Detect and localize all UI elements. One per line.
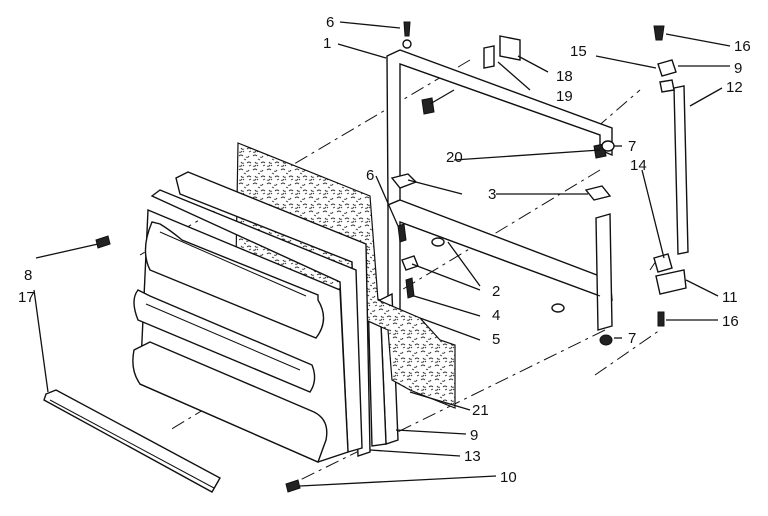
- door-gasket: [175, 171, 371, 457]
- callout-19: 19: [556, 88, 573, 105]
- callout-13: 15: [570, 43, 587, 60]
- bottom-trim: [43, 389, 221, 493]
- callout-6b: 6: [366, 167, 374, 184]
- callout-4: 4: [492, 307, 500, 324]
- leader-lines: [33, 21, 731, 487]
- callout-14: 14: [630, 157, 647, 174]
- callout-3: 3: [488, 186, 496, 203]
- door-frame: [386, 49, 613, 331]
- callout-20: 20: [446, 149, 463, 166]
- callout-5: 5: [492, 331, 500, 348]
- callout-10: 9: [734, 60, 742, 77]
- callout-18: 18: [556, 68, 573, 85]
- callout-11: 11: [722, 289, 738, 306]
- callout-7b: 7: [628, 330, 636, 347]
- callout-16b: 16: [722, 313, 739, 330]
- callout-21: 21: [472, 402, 489, 419]
- callout-7a: 7: [628, 138, 636, 155]
- callout-labels: 6 1 6 20 3 2 4 5 18 19 15 7 7 16 9 12 14…: [18, 14, 751, 486]
- hardware-parts: [95, 21, 689, 493]
- callout-15: 13: [464, 448, 481, 465]
- callout-17: 17: [18, 289, 35, 306]
- callout-2: 2: [492, 283, 500, 300]
- callout-1: 1: [323, 35, 331, 52]
- door-panel: [132, 189, 363, 463]
- callout-9a: 8: [24, 267, 32, 284]
- callout-12: 12: [726, 79, 743, 96]
- callout-16a: 16: [734, 38, 751, 55]
- callout-6a: 6: [326, 14, 334, 31]
- callout-9b: 10: [500, 469, 517, 486]
- callout-8: 9: [470, 427, 478, 444]
